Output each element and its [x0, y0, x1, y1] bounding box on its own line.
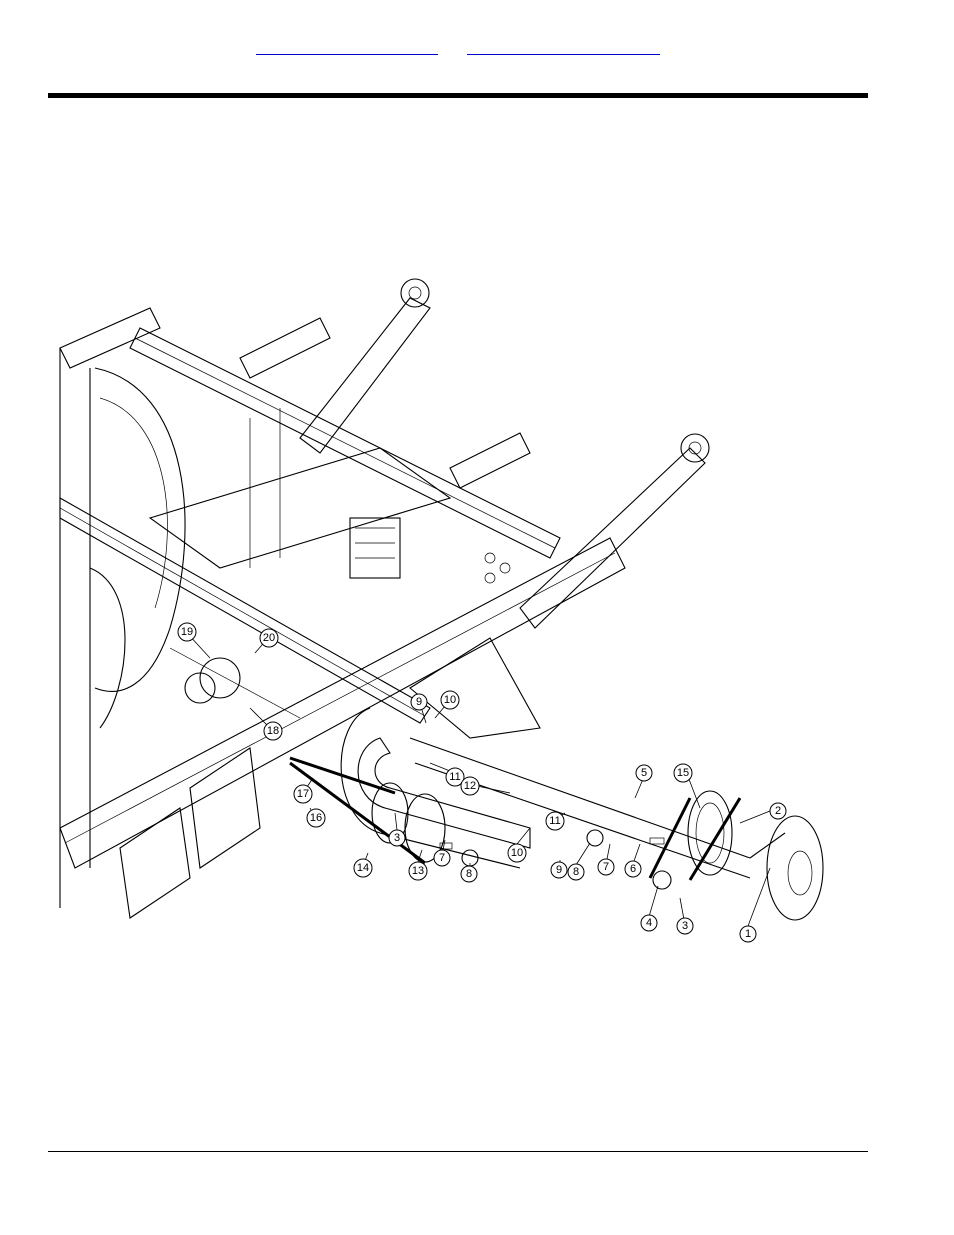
callout-14: 14	[353, 858, 373, 878]
svg-text:7: 7	[603, 861, 609, 873]
svg-text:11: 11	[449, 771, 460, 783]
callout-7: 7	[433, 849, 451, 867]
callout-7: 7	[597, 858, 615, 876]
callout-19: 19	[177, 622, 197, 642]
svg-text:8: 8	[573, 866, 579, 878]
svg-text:6: 6	[630, 863, 636, 875]
callout-2: 2	[769, 802, 787, 820]
callout-17: 17	[293, 784, 313, 804]
svg-text:7: 7	[439, 852, 445, 864]
svg-text:19: 19	[181, 626, 193, 638]
callout-3: 3	[676, 917, 694, 935]
callout-5: 5	[635, 764, 653, 782]
svg-text:3: 3	[394, 832, 400, 844]
svg-text:4: 4	[646, 917, 652, 929]
svg-text:9: 9	[556, 864, 562, 876]
svg-text:9: 9	[416, 696, 422, 708]
svg-text:13: 13	[412, 865, 424, 877]
svg-text:15: 15	[677, 767, 689, 779]
svg-text:3: 3	[682, 920, 688, 932]
callout-12: 12	[460, 776, 480, 796]
callout-9: 9	[410, 693, 428, 711]
svg-text:10: 10	[511, 847, 523, 859]
svg-text:14: 14	[357, 862, 369, 874]
svg-text:2: 2	[775, 805, 781, 817]
callout-8: 8	[567, 863, 585, 881]
svg-text:17: 17	[297, 788, 309, 800]
callout-11: 11	[545, 811, 565, 831]
callout-10: 10	[507, 843, 527, 863]
callout-20: 20	[259, 628, 279, 648]
callout-6: 6	[624, 860, 642, 878]
callout-18: 18	[263, 721, 283, 741]
svg-text:8: 8	[466, 868, 472, 880]
header-rule	[48, 93, 868, 98]
callout-15: 15	[673, 763, 693, 783]
callout-8: 8	[460, 865, 478, 883]
svg-text:10: 10	[444, 694, 456, 706]
svg-text:16: 16	[310, 812, 322, 824]
svg-text:18: 18	[267, 725, 279, 737]
callout-16: 16	[306, 808, 326, 828]
callout-4: 4	[640, 914, 658, 932]
callout-1: 1	[739, 925, 757, 943]
callout-11: 11	[445, 767, 465, 787]
callout-3: 3	[388, 829, 406, 847]
footer-rule	[48, 1151, 868, 1152]
header-link-left[interactable]	[256, 40, 438, 55]
callout-13: 13	[408, 861, 428, 881]
svg-text:5: 5	[641, 767, 647, 779]
callout-10: 10	[440, 690, 460, 710]
header-link-right[interactable]	[467, 40, 660, 55]
implement-frame-drawing	[59, 278, 824, 921]
svg-text:20: 20	[263, 632, 275, 644]
parts-diagram: 1 2 3 3 4 5 6 7 7 8 8 9 9 10 10 11 11 12…	[50, 268, 830, 951]
svg-text:12: 12	[464, 780, 476, 792]
svg-text:1: 1	[745, 928, 751, 940]
parts-diagram-drawing: 1 2 3 3 4 5 6 7 7 8 8 9 9 10 10 11 11 12…	[59, 278, 824, 943]
callout-9: 9	[550, 861, 568, 879]
svg-text:11: 11	[549, 815, 560, 827]
